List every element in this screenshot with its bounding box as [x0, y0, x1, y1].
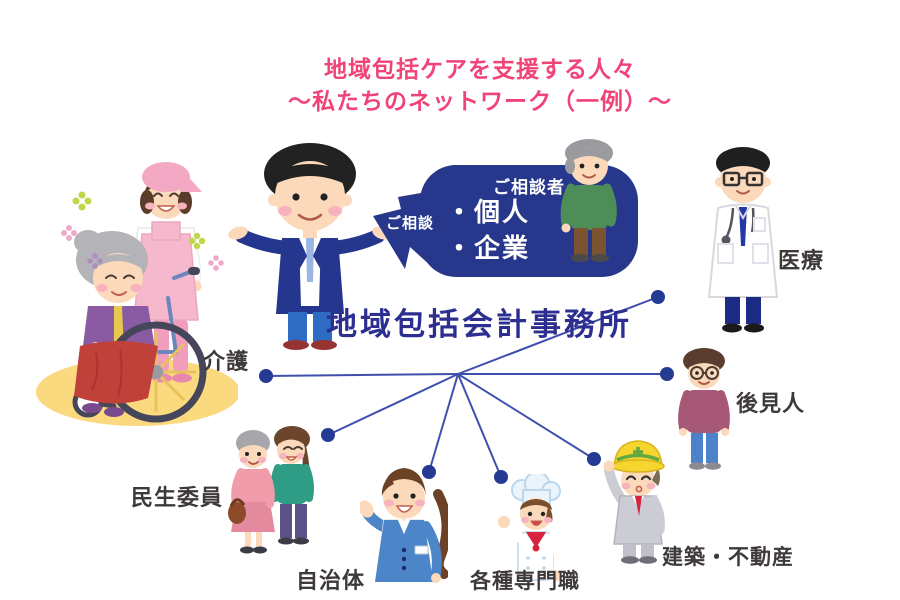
- role-label-kaigo: 介護: [203, 350, 250, 375]
- role-label-minsei: 民生委員: [131, 486, 224, 511]
- network-line-kenchiku: [457, 373, 595, 460]
- accountant-man-illustration: [228, 143, 392, 350]
- bubble-item-company: ・企業: [446, 234, 531, 264]
- welfare-commissioner-pair-illustration: [228, 426, 314, 554]
- consultation-arrow-icon: [373, 191, 432, 269]
- page-title: 地域包括ケアを支援する人々 〜私たちのネットワーク（一例）〜: [200, 54, 760, 118]
- network-line-kaigo: [265, 373, 459, 377]
- office-name: 地域包括会計事務所: [326, 307, 632, 343]
- caregiver-wheelchair-illustration: [36, 162, 238, 426]
- network-line-senmonshoku: [457, 373, 502, 478]
- flower-sprinkles-icon: [61, 191, 224, 271]
- bubble-item-individual: ・個人: [446, 198, 531, 228]
- chef-illustration: [498, 474, 565, 581]
- bubble-consulter-list: ・個人 ・企業: [446, 195, 530, 267]
- bubble-heading: ご相談者: [493, 178, 565, 198]
- role-label-iryo: 医療: [778, 249, 825, 274]
- title-line1: 地域包括ケアを支援する人々: [324, 57, 636, 83]
- network-line-jichitai: [428, 373, 459, 473]
- construction-worker-illustration: [603, 440, 665, 564]
- guardian-illustration: [678, 348, 730, 470]
- doctor-illustration: [707, 147, 779, 333]
- role-label-kenchiku: 建築・不動産: [662, 545, 794, 569]
- role-label-kokennin: 後見人: [736, 392, 806, 417]
- network-line-minsei: [327, 373, 459, 436]
- elderly-man-illustration: [560, 139, 617, 262]
- network-node-dot-kaigo: [259, 369, 273, 383]
- municipal-clerk-illustration: [360, 468, 448, 583]
- title-line2: 〜私たちのネットワーク（一例）〜: [288, 89, 672, 115]
- role-label-senmonshoku: 各種専門職: [470, 569, 580, 593]
- role-label-jichitai: 自治体: [296, 569, 366, 594]
- bubble-arrow-label: ご相談: [386, 214, 435, 232]
